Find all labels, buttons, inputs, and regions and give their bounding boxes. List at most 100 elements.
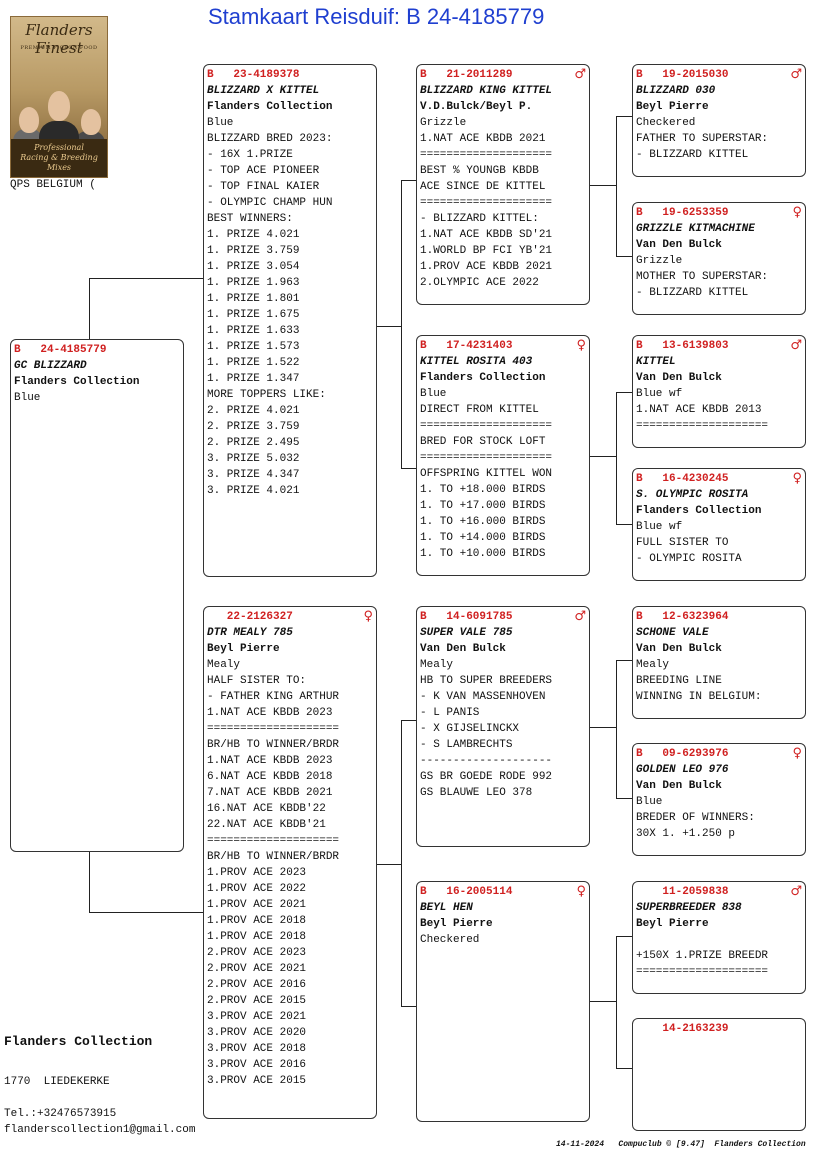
pedigree-note-line: - K VAN MASSENHOVEN	[420, 691, 546, 703]
ring-number-row: 22-2126327♀	[207, 609, 373, 625]
ring-number-row: B 21-2011289♂	[420, 67, 586, 83]
pedigree-note-line: 1. TO +18.000 BIRDS	[420, 484, 546, 496]
ring-number: 11-2059838	[636, 886, 729, 898]
pigeon-color: Checkered	[636, 117, 696, 129]
pedigree-note-line: 1. TO +14.000 BIRDS	[420, 532, 546, 544]
pedigree-note-line: 2.PROV ACE 2015	[207, 995, 307, 1007]
pigeon-name: SUPERBREEDER 838	[636, 902, 742, 914]
female-symbol-icon: ♀	[363, 609, 373, 624]
logo-caption: QPS BELGIUM (	[10, 179, 96, 191]
connector-line	[589, 456, 617, 457]
pigeon-color: Mealy	[636, 659, 670, 671]
pedigree-note-line: 1.NAT ACE KBDB SD'21	[420, 229, 553, 241]
pedigree-note-line: 1. TO +16.000 BIRDS	[420, 516, 546, 528]
pedigree-note-line: - OLYMPIC CHAMP HUN	[207, 197, 333, 209]
pedigree-note-line: ====================	[207, 835, 340, 847]
ring-number-row: B 13-6139803♂	[636, 338, 802, 354]
pedigree-note-line: MOTHER TO SUPERSTAR:	[636, 271, 769, 283]
pigeon-color	[636, 932, 802, 948]
pedigree-note-line: 2. PRIZE 4.021	[207, 405, 300, 417]
pedigree-note-line: FATHER TO SUPERSTAR:	[636, 133, 769, 145]
pedigree-note-line: 1. PRIZE 1.633	[207, 325, 300, 337]
pedigree-note-line: 1.PROV ACE KBDB 2021	[420, 261, 553, 273]
ring-number: B 14-6091785	[420, 611, 513, 623]
connector-line	[401, 1006, 417, 1007]
pigeon-name: SUPER VALE 785	[420, 627, 513, 639]
pigeon-card-mmm[interactable]: 14-2163239	[632, 1018, 806, 1131]
pedigree-note-line: 1. PRIZE 1.573	[207, 341, 300, 353]
footer-email[interactable]: flanderscollection1@gmail.com	[4, 1124, 196, 1136]
pedigree-note-line: 1. PRIZE 4.021	[207, 229, 300, 241]
logo-tagline: PREMIUM PIGEON FOOD	[20, 45, 98, 51]
pedigree-note-line: - TOP ACE PIONEER	[207, 165, 320, 177]
connector-line	[89, 912, 204, 913]
ring-number: B 17-4231403	[420, 340, 513, 352]
ring-number: B 24-4185779	[14, 344, 107, 356]
connector-line	[616, 392, 617, 524]
pedigree-note-line: 1. PRIZE 1.801	[207, 293, 300, 305]
ring-number-row: B 12-6323964	[636, 609, 802, 625]
pedigree-note-line: OFFSPRING KITTEL WON	[420, 468, 553, 480]
pedigree-note-line: 2. PRIZE 2.495	[207, 437, 300, 449]
page-title: Stamkaart Reisduif: B 24-4185779	[208, 4, 545, 29]
pedigree-note-line: ====================	[420, 197, 553, 209]
breeder-name: Beyl Pierre	[636, 101, 709, 113]
pedigree-note-line: 1.NAT ACE KBDB 2013	[636, 404, 762, 416]
pedigree-note-line: 3.PROV ACE 2016	[207, 1059, 307, 1071]
pedigree-note-line: - X GIJSELINCKX	[420, 723, 520, 735]
connector-line	[401, 720, 417, 721]
pedigree-note-line: - BLIZZARD KITTEL:	[420, 213, 539, 225]
connector-line	[589, 185, 617, 186]
pedigree-note-line: 1.NAT ACE KBDB 2023	[207, 707, 333, 719]
footer-phone: Tel.:+32476573915	[4, 1108, 117, 1120]
pedigree-note-line: 2.PROV ACE 2023	[207, 947, 307, 959]
ring-number-row: B 23-4189378	[207, 67, 373, 83]
pigeon-name: KITTEL	[636, 356, 676, 368]
pedigree-note-line: 3.PROV ACE 2015	[207, 1075, 307, 1087]
pigeon-color: Blue	[420, 388, 447, 400]
pedigree-note-line: 1.NAT ACE KBDB 2021	[420, 133, 546, 145]
pedigree-note-line: 1.PROV ACE 2022	[207, 883, 307, 895]
pedigree-note-line: 6.NAT ACE KBDB 2018	[207, 771, 333, 783]
female-symbol-icon: ♀	[576, 884, 586, 899]
pedigree-note-line: 1. PRIZE 3.759	[207, 245, 300, 257]
pedigree-note-line: 3.PROV ACE 2021	[207, 1011, 307, 1023]
pedigree-note-line: BREEDING LINE	[636, 675, 722, 687]
pedigree-note-line: - S LAMBRECHTS	[420, 739, 513, 751]
breeder-name: Flanders Collection	[207, 101, 333, 113]
breeder-name: Van Den Bulck	[420, 643, 506, 655]
male-symbol-icon: ♂	[790, 338, 802, 353]
footer-city: 1770 LIEDEKERKE	[4, 1076, 110, 1088]
pedigree-note-line: ====================	[420, 452, 553, 464]
pigeon-name: BLIZZARD X KITTEL	[207, 85, 320, 97]
pedigree-note-line: - BLIZZARD KITTEL	[636, 149, 749, 161]
ring-number-row: B 24-4185779	[14, 342, 180, 358]
pigeon-name: DTR MEALY 785	[207, 627, 293, 639]
pedigree-note-line: - 16X 1.PRIZE	[207, 149, 293, 161]
male-symbol-icon: ♂	[790, 67, 802, 82]
pigeon-color: Blue	[636, 796, 663, 808]
connector-line	[376, 864, 402, 865]
pedigree-note-line: 1. PRIZE 3.054	[207, 261, 300, 273]
connector-line	[89, 852, 90, 912]
ring-number: B 23-4189378	[207, 69, 300, 81]
male-symbol-icon: ♂	[790, 884, 802, 899]
pedigree-note-line: 1. PRIZE 1.963	[207, 277, 300, 289]
breeder-name: Beyl Pierre	[207, 643, 280, 655]
pedigree-note-line: 3. PRIZE 4.021	[207, 485, 300, 497]
pedigree-note-line: - BLIZZARD KITTEL	[636, 287, 749, 299]
